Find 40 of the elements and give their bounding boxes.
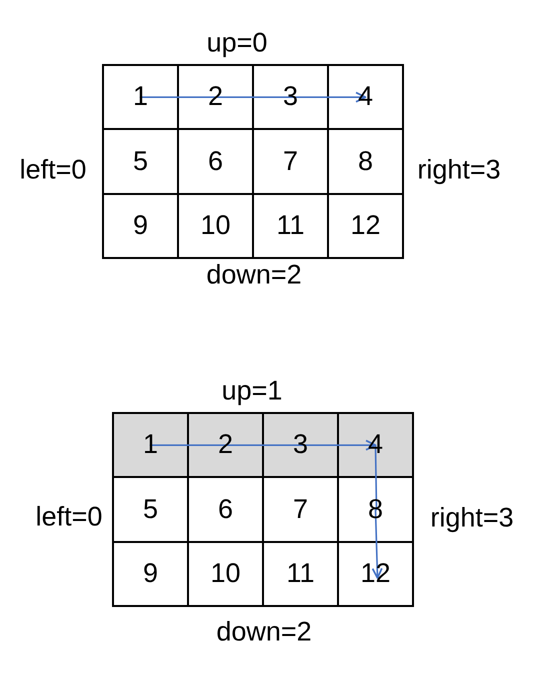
boundary-label: up=1	[222, 375, 282, 407]
grid-cell	[187, 412, 264, 478]
grid-cell	[102, 192, 179, 260]
grid-cell	[262, 412, 339, 478]
boundary-label: down=2	[216, 616, 312, 648]
grid-cell	[327, 64, 404, 130]
grid-cell	[112, 540, 189, 608]
arrow	[300, 440, 376, 451]
cell-number: 7	[282, 146, 298, 176]
boundary-label: down=2	[206, 259, 302, 291]
cell-number: 4	[368, 430, 384, 460]
cell-number: 1	[132, 82, 148, 112]
cell-number: 12	[350, 211, 381, 241]
grid-cell	[327, 192, 404, 260]
boundary-label: left=0	[20, 154, 86, 186]
grid-cell	[337, 540, 414, 608]
cell-number: 10	[210, 559, 241, 589]
boundary-label: right=3	[430, 502, 514, 534]
cell-number: 6	[218, 494, 234, 524]
cell-number: 6	[208, 146, 224, 176]
cell-number: 1	[142, 430, 158, 460]
cell-number: 5	[142, 494, 158, 524]
boundary-label: right=3	[417, 154, 501, 186]
cell-number: 11	[276, 211, 305, 241]
boundary-label: up=0	[206, 27, 268, 59]
arrow	[290, 92, 366, 103]
cell-number: 7	[292, 494, 308, 524]
cell-number: 9	[132, 211, 148, 241]
cell-number: 8	[358, 146, 374, 176]
cell-number: 9	[142, 559, 158, 589]
grid-cell	[112, 412, 189, 478]
boundary-label: left=0	[36, 501, 102, 533]
grid-cell	[337, 412, 414, 478]
cell-number: 10	[200, 211, 231, 241]
grid-cell	[102, 64, 179, 130]
cell-number: 5	[132, 146, 148, 176]
cell-number: 11	[286, 559, 315, 589]
cell-number: 4	[358, 82, 374, 112]
cell-number: 12	[360, 559, 391, 589]
arrow	[372, 508, 383, 579]
